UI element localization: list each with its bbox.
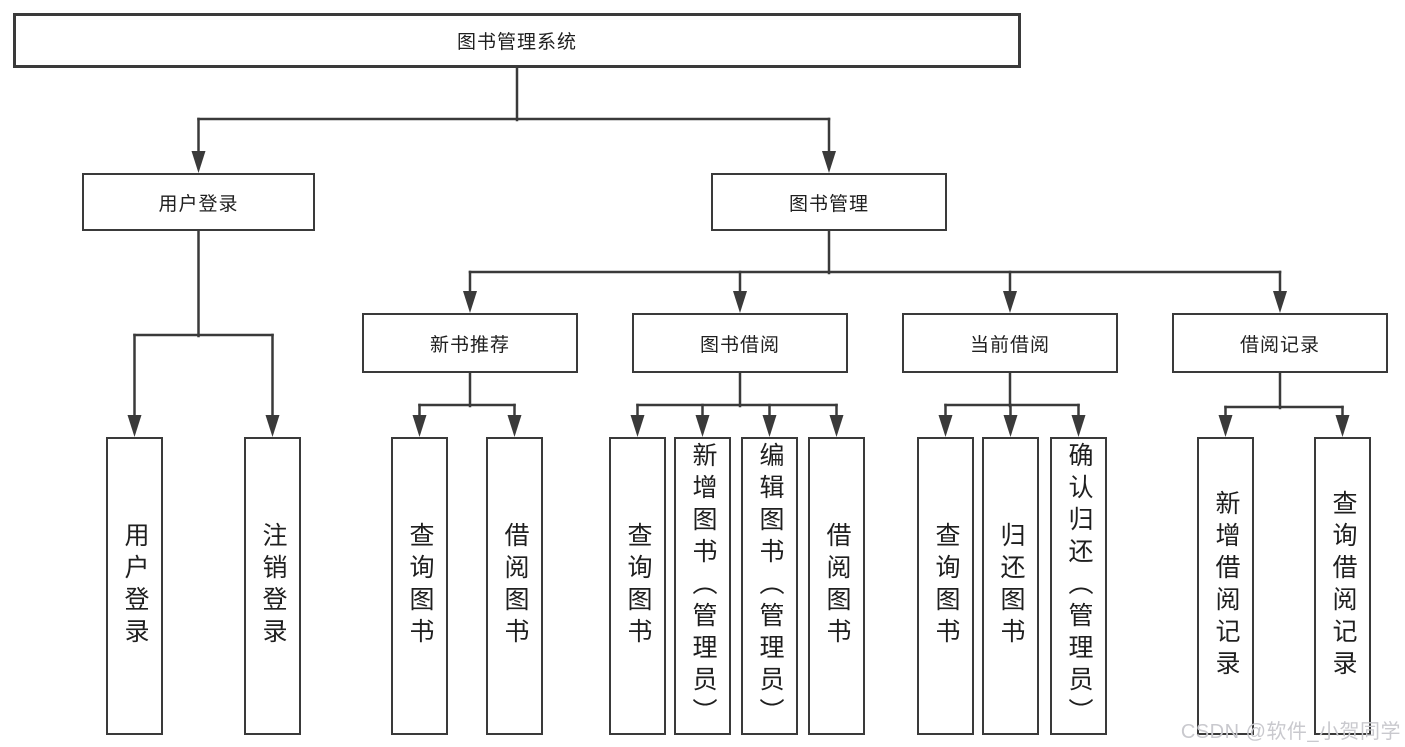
- leaf-label: 借阅图书: [501, 522, 529, 650]
- node-label: 用户登录: [158, 193, 239, 215]
- node-label: 图书管理系统: [456, 32, 577, 53]
- leaf-label: 归还图书: [997, 522, 1025, 650]
- leaf-confirm-return-admin: 确认归还（管理员）: [1050, 437, 1107, 735]
- node-label: 新书推荐: [429, 334, 510, 356]
- leaf-label: 编辑图书（管理员）: [756, 442, 784, 730]
- node-book-borrowing: 图书借阅: [632, 313, 848, 373]
- node-book-management: 图书管理: [711, 173, 947, 231]
- leaf-borrow-books-recommend: 借阅图书: [486, 437, 543, 735]
- leaf-query-books-recommend: 查询图书: [391, 437, 448, 735]
- leaf-label: 查询图书: [406, 522, 434, 650]
- leaf-label: 查询图书: [932, 522, 960, 650]
- node-label: 图书管理: [788, 193, 869, 215]
- node-label: 当前借阅: [969, 334, 1050, 356]
- leaf-label: 用户登录: [121, 522, 149, 650]
- node-current-borrowing: 当前借阅: [902, 313, 1118, 373]
- leaf-label: 注销登录: [259, 522, 287, 650]
- leaf-label: 确认归还（管理员）: [1065, 442, 1093, 730]
- leaf-label: 查询图书: [624, 522, 652, 650]
- leaf-label: 借阅图书: [823, 522, 851, 650]
- leaf-query-books-current: 查询图书: [917, 437, 974, 735]
- leaf-query-books-borrow: 查询图书: [609, 437, 666, 735]
- leaf-label: 新增借阅记录: [1212, 490, 1240, 682]
- leaf-edit-book-admin: 编辑图书（管理员）: [741, 437, 798, 735]
- leaf-label: 查询借阅记录: [1329, 490, 1357, 682]
- node-book-management-system: 图书管理系统: [13, 13, 1021, 68]
- csdn-watermark: CSDN @软件_小贺同学: [1180, 721, 1401, 743]
- leaf-add-borrow-record: 新增借阅记录: [1197, 437, 1254, 735]
- node-label: 图书借阅: [699, 334, 780, 356]
- leaf-return-book: 归还图书: [982, 437, 1039, 735]
- node-user-login: 用户登录: [82, 173, 315, 231]
- leaf-add-book-admin: 新增图书（管理员）: [674, 437, 731, 735]
- leaf-query-borrow-record: 查询借阅记录: [1314, 437, 1371, 735]
- node-new-book-recommendation: 新书推荐: [362, 313, 578, 373]
- node-borrowing-records: 借阅记录: [1172, 313, 1388, 373]
- leaf-label: 新增图书（管理员）: [689, 442, 717, 730]
- leaf-borrow-books: 借阅图书: [808, 437, 865, 735]
- leaf-user-login: 用户登录: [106, 437, 163, 735]
- leaf-logout: 注销登录: [244, 437, 301, 735]
- node-label: 借阅记录: [1239, 334, 1320, 356]
